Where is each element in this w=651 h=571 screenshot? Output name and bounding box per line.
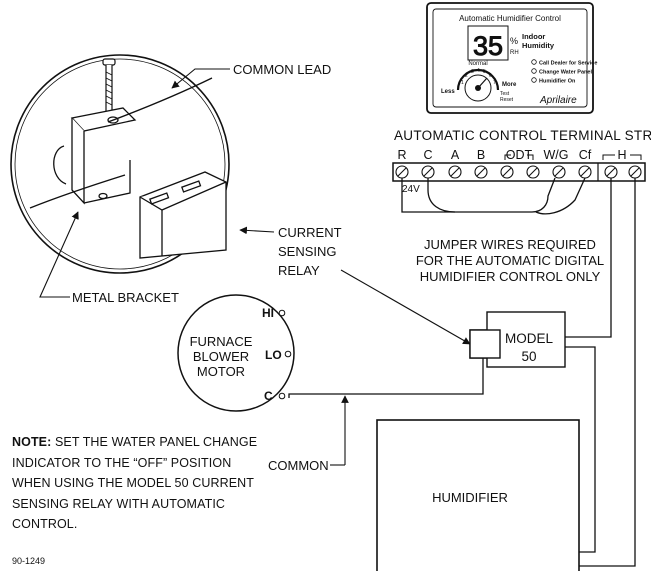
display-unit-percent: % — [510, 36, 518, 46]
svg-text:3: 3 — [471, 69, 474, 75]
motor-label-line3: MOTOR — [197, 364, 245, 379]
control-display — [467, 25, 509, 61]
terminal-hi-label: HI — [262, 306, 274, 320]
jumper-note-line2: FOR THE AUTOMATIC DIGITAL — [416, 253, 604, 268]
terminal-letters: R C A B ODT W/G Cf H — [397, 148, 642, 162]
jumper-wires — [401, 177, 586, 215]
jumper-note-line1: JUMPER WIRES REQUIRED — [424, 237, 596, 252]
indicator-light-water-panel — [531, 68, 537, 74]
model-50-relay: MODEL 50 — [469, 311, 566, 368]
motor-circle — [177, 294, 295, 412]
indicator-light-service — [531, 59, 537, 65]
note-block: NOTE: SET THE WATER PANEL CHANGE INDICAT… — [12, 432, 262, 535]
terminal-label-b: B — [477, 148, 485, 162]
humidity-dial: Normal 1 2 3 4 5 6 7 Less More Test Rese… — [441, 61, 517, 103]
brand-logo: Aprilaire — [539, 95, 577, 106]
svg-text:Call Dealer for Service: Call Dealer for Service — [539, 61, 597, 67]
svg-text:5: 5 — [483, 69, 486, 75]
note-prefix: NOTE: — [12, 435, 52, 449]
svg-text:2: 2 — [465, 73, 468, 79]
terminal-c-label: C — [264, 389, 273, 403]
dial-test-label: Test — [500, 91, 510, 97]
display-value: 35 — [473, 31, 503, 61]
common-lead-label: COMMON LEAD — [233, 62, 331, 77]
terminal-hi-dot — [278, 309, 286, 317]
humidifier-control-unit: Automatic Humidifier Control 35 % RH Ind… — [426, 2, 597, 114]
relay-label-line2: SENSING — [278, 244, 337, 259]
indicator-light-humidifier-on — [531, 77, 537, 83]
terminal-label-wg: W/G — [544, 148, 569, 162]
motor-label-line1: FURNACE — [190, 334, 253, 349]
model-50-label-line2: 50 — [521, 349, 536, 364]
furnace-blower-motor: FURNACE BLOWER MOTOR HI LO C — [177, 294, 295, 412]
volts-24-label: 24V — [402, 184, 420, 195]
note-text: SET THE WATER PANEL CHANGE INDICATOR TO … — [12, 435, 258, 531]
terminal-label-cf: Cf — [579, 148, 592, 162]
control-title: Automatic Humidifier Control — [459, 14, 561, 23]
common-label: COMMON — [268, 458, 329, 473]
svg-text:1: 1 — [461, 80, 464, 86]
jumper-note-line3: HUMIDIFIER CONTROL ONLY — [420, 269, 601, 284]
humidity-label: Humidity — [522, 41, 555, 50]
metal-bracket-label: METAL BRACKET — [72, 290, 179, 305]
figure-id: 90-1249 — [12, 556, 45, 566]
terminal-label-c: C — [423, 148, 432, 162]
terminal-c-dot — [278, 392, 286, 400]
indoor-label: Indoor — [522, 32, 545, 41]
dial-more-label: More — [502, 82, 517, 88]
svg-text:Change Water Panel: Change Water Panel — [539, 70, 592, 76]
svg-text:7: 7 — [493, 80, 496, 86]
terminal-label-odt: ODT — [506, 148, 533, 162]
terminal-screws — [395, 165, 642, 179]
screw-icon — [102, 58, 116, 116]
common-callout: COMMON — [268, 395, 349, 473]
current-sensing-relay-callout: CURRENT SENSING RELAY — [239, 225, 471, 345]
bracket-wire — [29, 174, 126, 209]
humidifier-label: HUMIDIFIER — [432, 490, 508, 505]
humidifier-box — [376, 419, 580, 571]
relay-label-line3: RELAY — [278, 263, 320, 278]
relay-label-line1: CURRENT — [278, 225, 342, 240]
dial-reset-label: Reset — [500, 97, 514, 103]
svg-text:Humidifier On: Humidifier On — [539, 79, 576, 85]
dial-normal-label: Normal — [468, 61, 487, 67]
model-50-label-line1: MODEL — [505, 331, 554, 346]
common-lead-callout: COMMON LEAD — [171, 62, 331, 89]
relay-body-detail — [139, 171, 227, 259]
terminal-lo-dot — [284, 350, 292, 358]
svg-text:4: 4 — [477, 68, 480, 74]
motor-label-line2: BLOWER — [193, 349, 249, 364]
metal-bracket-callout: METAL BRACKET — [39, 211, 179, 305]
terminal-strip-title: AUTOMATIC CONTROL TERMINAL STRIP — [394, 128, 651, 143]
terminal-lo-label: LO — [265, 348, 282, 362]
common-lead-wire — [107, 77, 213, 123]
dial-less-label: Less — [441, 89, 455, 95]
terminal-label-a: A — [451, 148, 460, 162]
display-unit-rh: RH — [510, 50, 519, 56]
terminal-label-h: H — [617, 148, 626, 162]
terminal-label-r: R — [397, 148, 406, 162]
relay-detail-magnifier — [10, 54, 230, 274]
svg-text:6: 6 — [489, 73, 492, 79]
